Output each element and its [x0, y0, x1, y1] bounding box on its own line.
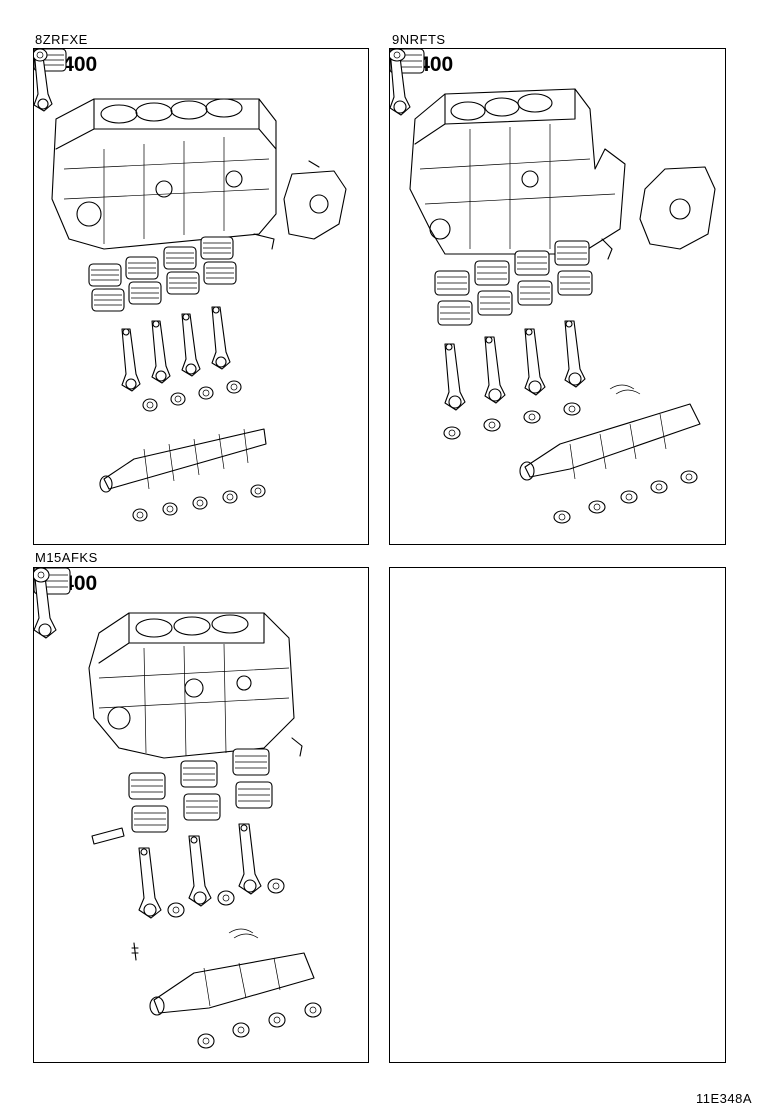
cylinder-block-drawing [88, 612, 295, 759]
main-bearings-drawing [197, 1002, 322, 1049]
engine-code-label: M15AFKS [35, 550, 98, 565]
main-bearings-drawing [553, 470, 698, 524]
diagram-id: 11E348A [695, 1091, 752, 1106]
engine-code-label: 8ZRFXE [35, 32, 88, 47]
rod-bearings-drawing [390, 49, 581, 440]
engine-panel-8zrfxe[interactable]: 11400 [33, 48, 369, 545]
timing-cover-drawing [639, 166, 716, 250]
short-block-illustration [390, 49, 716, 524]
rod-bearings-drawing [34, 49, 242, 412]
engine-panel-m15afks[interactable]: 11400 [33, 567, 369, 1063]
main-bearings-drawing [132, 484, 266, 522]
empty-panel [389, 567, 726, 1063]
crankshaft-drawing [149, 952, 315, 1016]
engine-code-label: 9NRFTS [392, 32, 446, 47]
timing-cover-drawing [283, 170, 347, 240]
short-block-illustration [34, 49, 347, 522]
short-block-illustration [34, 568, 322, 1049]
rod-bearings-drawing [34, 568, 285, 918]
crankshaft-drawing [519, 403, 701, 481]
cylinder-block-drawing [409, 88, 626, 255]
crankshaft-drawing [99, 428, 267, 493]
cylinder-block-drawing [51, 98, 277, 250]
engine-panel-9nrfts[interactable]: 11400 [389, 48, 726, 545]
